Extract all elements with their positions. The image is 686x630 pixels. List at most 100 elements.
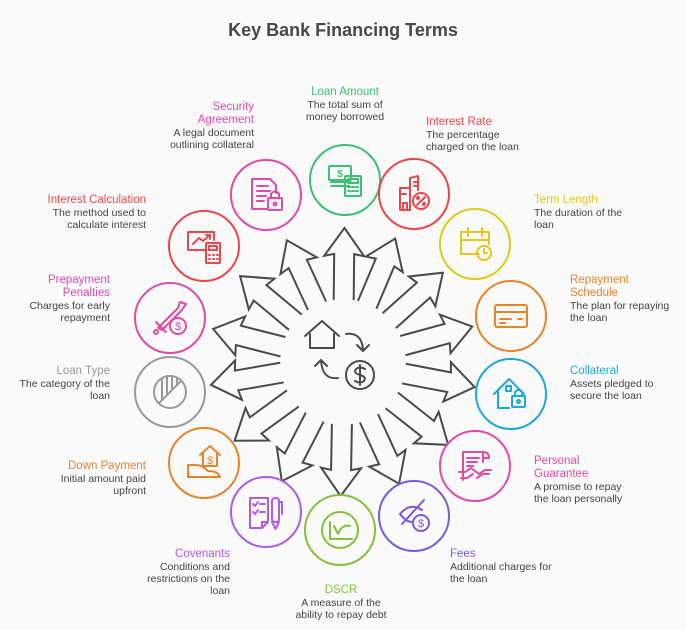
node-term-length [439,208,511,280]
icon-circle [134,282,206,354]
term-description: Assets pledged to [570,378,654,390]
term-title: Down Payment [68,460,146,472]
credit-card-icon [494,304,528,328]
term-title-line2: Guarantee [534,468,589,480]
node-collateral [475,358,547,430]
icon-circle [439,208,511,280]
radial-arrows [209,226,477,498]
term-description: the loan personally [534,493,623,505]
arrow-interest-calculation [238,275,303,331]
term-title: Prepayment [47,274,110,286]
term-title: DSCR [324,584,358,596]
term-title: Collateral [570,365,619,377]
arrow-term-length [381,271,445,329]
arrow-down-payment [233,389,300,442]
term-title-line2: Agreement [197,114,254,126]
term-description: outlining collateral [169,139,254,151]
checklist-pen-icon [249,497,283,530]
chart-line-icon [321,511,359,549]
term-description: Additional charges for [450,561,552,573]
icon-circle [475,358,547,430]
term-description: charged on the loan [426,141,519,153]
term-title: Covenants [175,548,230,560]
term-description: repayment [60,312,110,324]
term-title: Interest Calculation [47,194,146,206]
hand-house-dollar-icon: $ [187,445,221,478]
icon-circle [378,480,450,552]
node-covenants [230,476,302,548]
chart-calculator-icon [187,231,221,264]
term-description: A promise to repay [534,481,622,493]
sword-dollar-icon: $ [153,301,187,335]
arrow-left-up-icon [320,359,339,380]
document-handshake-icon [458,451,492,481]
svg-text:$: $ [207,455,213,467]
icon-circle [378,158,450,230]
term-title-line2: Schedule [570,287,618,299]
term-description: the loan [570,312,608,324]
term-description: loan [210,585,230,597]
calendar-clock-icon [460,227,492,261]
house-body-icon [309,333,335,349]
term-title: Interest Rate [426,116,492,128]
term-description: upfront [113,485,146,497]
hidden-fee-icon: $ [399,499,430,532]
house-lock-icon [493,378,526,409]
term-description: the loan [450,573,488,585]
document-lock-icon [251,178,283,211]
term-description: money borrowed [305,111,385,123]
node-loan-amount: $ [309,144,381,216]
term-description: ability to repay debt [295,609,387,621]
term-description: Initial amount paid [60,473,146,485]
term-description: restrictions on the [147,573,230,585]
term-title: Term Length [534,194,598,206]
term-description: The percentage [426,129,500,141]
arrow-head-icon [356,344,370,352]
node-interest-rate [378,158,450,230]
term-title: Repayment [570,274,629,286]
term-description: calculate interest [67,219,146,231]
arrow-security-agreement [278,238,328,311]
term-title: Personal [534,455,580,467]
term-description: loan [90,390,110,402]
arrow-loan-type [209,357,284,402]
svg-text:$: $ [175,321,181,333]
term-title: Fees [450,548,476,560]
term-description: secure the loan [570,390,642,402]
node-down-payment: $ [168,427,240,499]
term-description: A legal document [173,127,254,139]
term-title: Security [212,101,254,113]
arrow-loan-amount [321,226,367,301]
term-title: Loan Type [56,365,110,377]
page-title: Key Bank Financing Terms [228,20,458,40]
term-description: Conditions and [159,561,230,573]
svg-text:$: $ [418,518,424,530]
building-percent-icon [399,175,430,211]
node-personal-guarantee [439,430,511,502]
term-description: The category of the [19,378,110,390]
term-description: loan [534,219,554,231]
term-description: The duration of the [534,207,623,219]
node-prepayment-penalties: $ [134,282,206,354]
node-dscr [304,494,376,566]
term-description: The total sum of [307,99,383,111]
arrow-head-icon [314,359,328,367]
term-description: A measure of the [301,597,381,609]
pie-chart-icon [153,375,187,409]
arrow-repayment-schedule [399,312,474,357]
term-description: Charges for early [29,300,110,312]
node-loan-type [134,356,206,428]
